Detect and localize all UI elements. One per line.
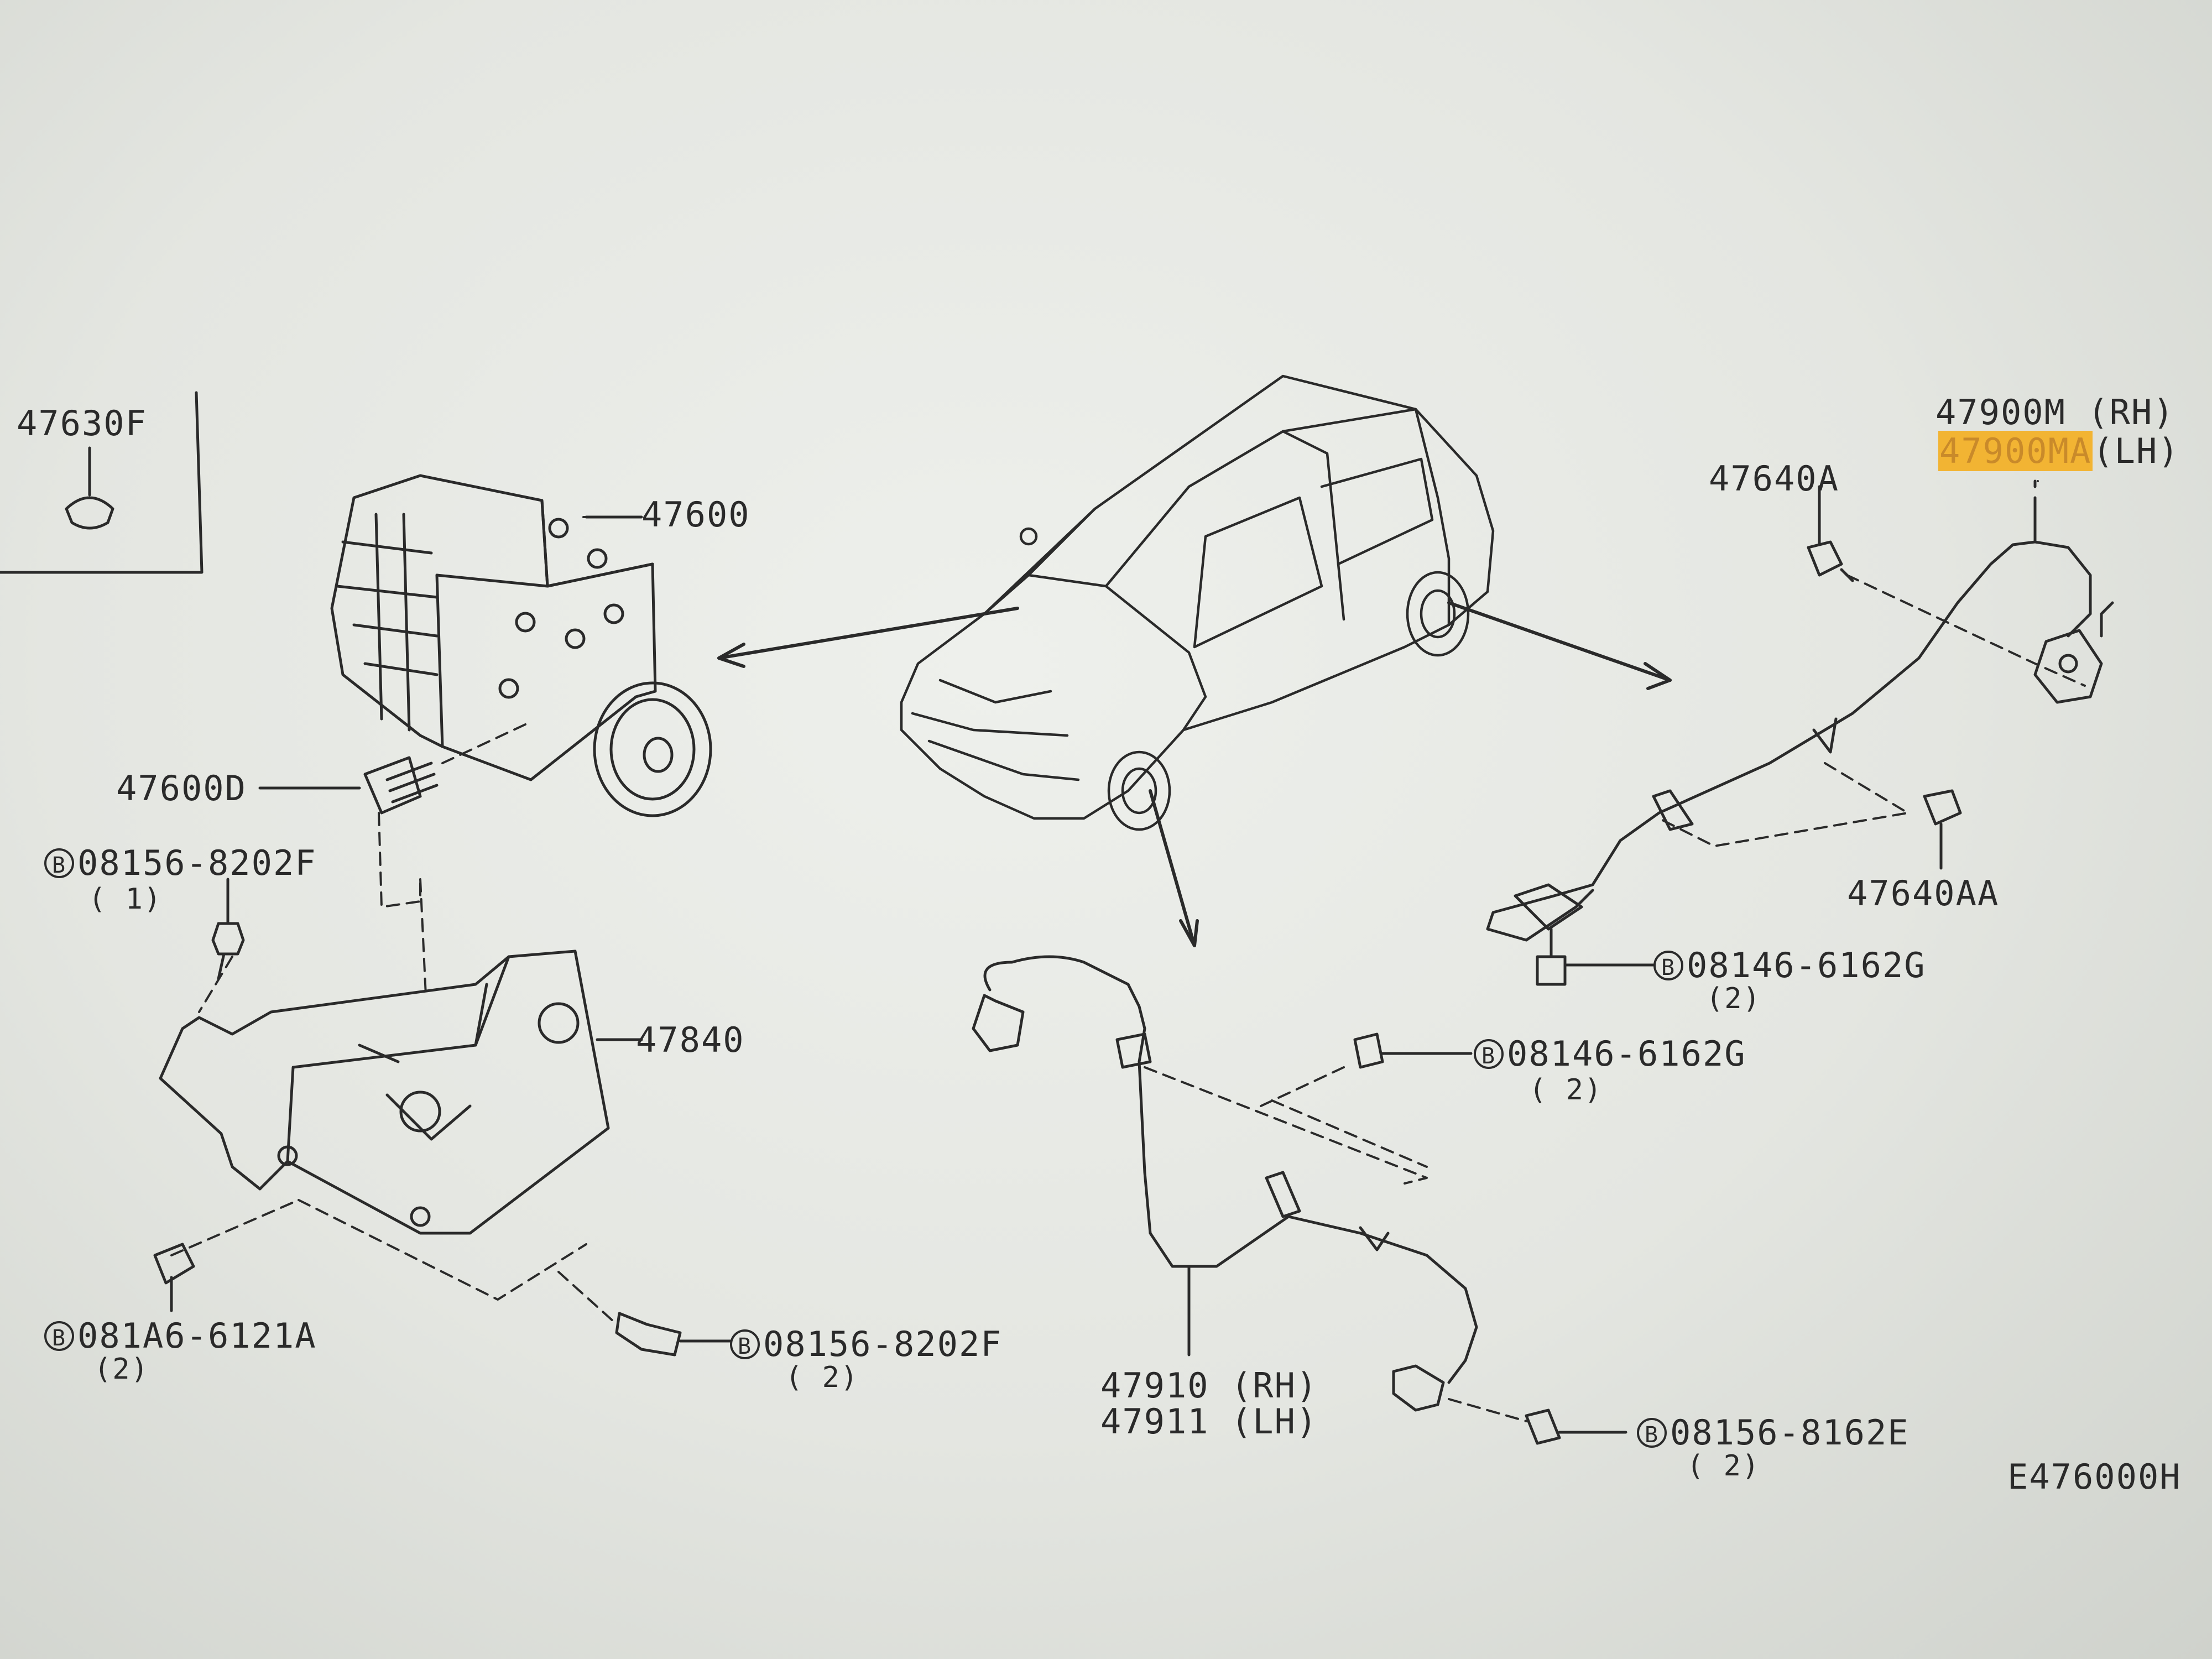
label-47640AA: 47640AA [1847,873,2000,914]
leader-lines [582,480,2039,518]
clip-47640AA [1923,789,1962,870]
label-08156-8202F-bottom: B 08156-8202F [730,1327,1003,1361]
label-47600D: 47600D [116,768,247,808]
pointer-arrows [717,601,1672,947]
qty-08156-8202F-bottom: ( 2) [785,1361,859,1394]
qty-08146-6162G-lower: ( 2) [1529,1073,1603,1107]
qty-08156-8162E: ( 2) [1687,1449,1761,1483]
label-08146-6162G-upper: B 08146-6162G [1653,948,1926,983]
bolt-bottom-mid [615,1312,732,1357]
label-47911: 47911 (LH) [1100,1401,1318,1442]
label-08156-8162E: B 08156-8162E [1637,1416,1910,1450]
part-number: 08156-8202F [763,1324,1003,1364]
mounting-bracket [159,950,643,1235]
label-081A6-6121A: B 081A6-6121A [44,1319,317,1353]
bolt-top-left [211,878,245,980]
label-47900MA-row: 47900MA(LH) [1938,431,2180,471]
bolt-08146-upper [1536,927,1655,986]
clip-47640A [1807,485,1854,582]
label-47910: 47910 (RH) [1100,1365,1318,1406]
bolt-symbol-icon: B [730,1329,760,1359]
label-47840: 47840 [636,1020,745,1060]
rear-wheel-sensor [972,955,1478,1412]
bolt-symbol-icon: B [1653,951,1683,980]
bolt-symbol-icon: B [1474,1039,1504,1069]
label-47900M: 47900M (RH) [1936,392,2175,432]
clip-icon [65,446,114,530]
label-47600: 47600 [641,494,750,535]
label-47630F: 47630F [17,403,147,444]
car-illustration [900,374,1495,831]
label-08156-8202F-top: B 08156-8202F [44,846,317,880]
bolt-symbol-icon: B [1637,1418,1667,1448]
bolt-symbol-icon: B [44,1321,74,1351]
dashed-guides [170,574,2086,1422]
qty-08156-8202F-top: ( 1) [88,883,163,916]
label-47640A: 47640A [1709,458,1839,499]
diagram-code: E476000H [2007,1457,2182,1497]
part-number: 08146-6162G [1687,945,1926,985]
bushing-part [258,756,439,815]
qty-08146-6162G-upper: (2) [1706,982,1761,1015]
label-47900MA-side: (LH) [2093,431,2180,471]
bolt-08156-8162E [1525,1408,1627,1445]
bolt-symbol-icon: B [44,848,74,878]
label-08146-6162G-lower: B 08146-6162G [1474,1037,1746,1071]
front-wheel-sensor [1486,479,2114,942]
part-number: 081A6-6121A [77,1316,317,1356]
qty-081A6-6121A: (2) [94,1353,149,1386]
bolt-08146-lower [1353,1032,1473,1069]
part-number: 08156-8202F [77,843,317,883]
bolt-bottom-left [153,1243,195,1312]
part-number: 08146-6162G [1507,1034,1746,1074]
inset-frame [0,391,204,574]
part-number: 08156-8162E [1670,1412,1910,1453]
label-47900MA-highlighted: 47900MA [1938,431,2093,471]
